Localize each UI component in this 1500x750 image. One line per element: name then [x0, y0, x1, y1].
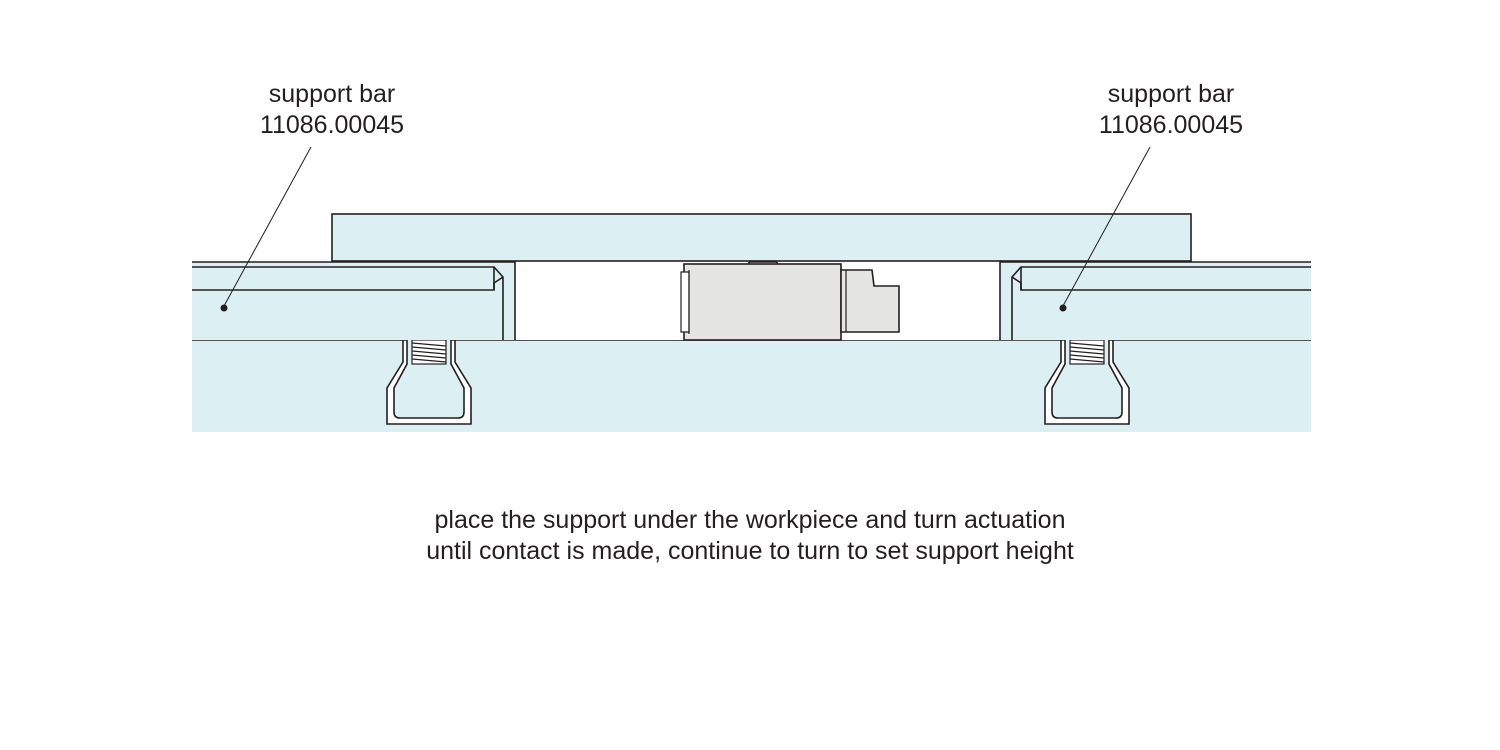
label-support-bar-right: support bar 11086.00045 [1071, 79, 1271, 141]
label-support-bar-left: support bar 11086.00045 [232, 79, 432, 141]
label-left-name: support bar [268, 80, 396, 108]
label-right-part-number: 11086.00045 [1098, 111, 1244, 139]
label-left-part-number: 11086.00045 [259, 111, 405, 139]
thread-left [411, 339, 447, 365]
support-bar-right [1000, 262, 1311, 340]
caption-line-2: until contact is made, continue to turn … [426, 537, 1074, 565]
support-bar-left [192, 262, 515, 340]
workpiece [331, 213, 1192, 262]
label-right-name: support bar [1107, 80, 1235, 108]
caption-line-1: place the support under the workpiece an… [434, 506, 1066, 534]
leader-line-right [1062, 146, 1151, 307]
marker-dot-right [1059, 304, 1067, 312]
machine-table [192, 339, 1311, 432]
workpiece-support [680, 261, 900, 341]
leader-line-left [223, 146, 312, 307]
caption: place the support under the workpiece an… [300, 505, 1200, 567]
marker-dot-left [220, 304, 228, 312]
thread-right [1069, 339, 1105, 365]
